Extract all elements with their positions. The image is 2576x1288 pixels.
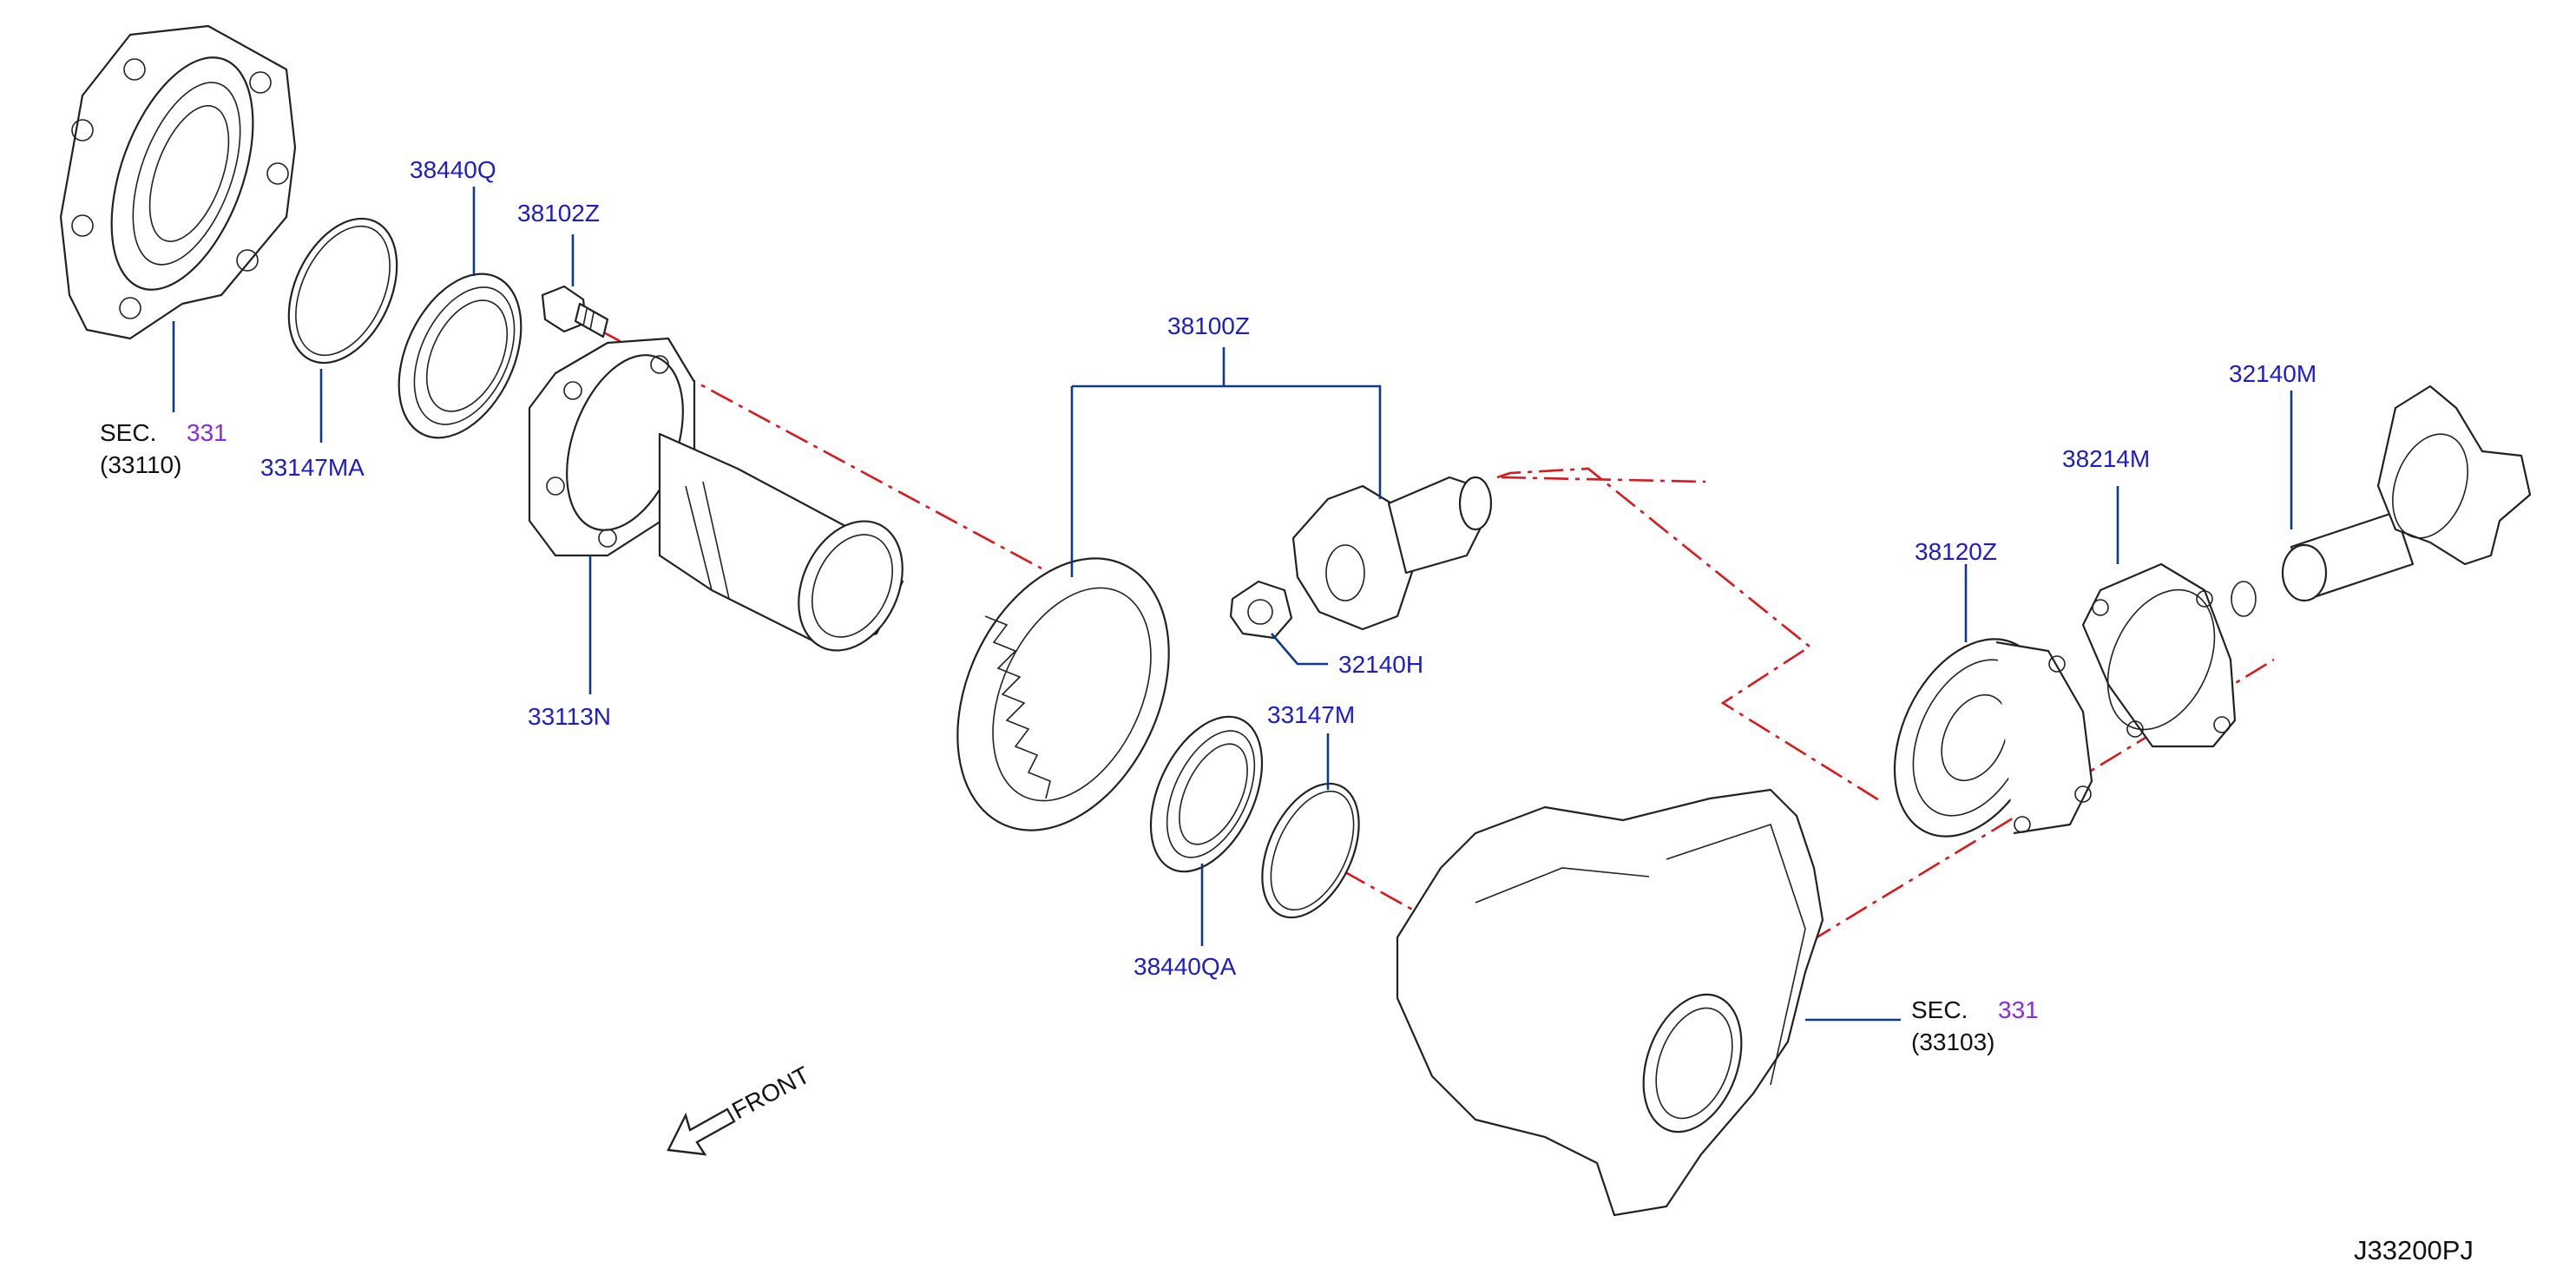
companion-flange-32140M[interactable] (2231, 384, 2532, 617)
flange-shaft-33113N[interactable] (528, 337, 923, 667)
section-number: 331 (1998, 996, 2039, 1023)
label-38100Z[interactable]: 38100Z (1167, 312, 1250, 339)
section-ref-33110[interactable]: SEC. 331 (33110) (100, 419, 227, 478)
leader-lines (172, 187, 2293, 1022)
bearing-38120Z[interactable] (1865, 614, 2093, 860)
label-33147MA[interactable]: 33147MA (260, 454, 365, 481)
oil-seal-38440Q[interactable] (375, 254, 546, 457)
label-38440Q[interactable]: 38440Q (410, 156, 496, 183)
section-prefix: SEC. (100, 419, 156, 446)
label-33147M[interactable]: 33147M (1267, 701, 1355, 728)
section-ref-33103[interactable]: SEC. 331 (33103) (1911, 996, 2039, 1055)
label-32140H[interactable]: 32140H (1338, 651, 1423, 678)
label-32140M[interactable]: 32140M (2229, 360, 2316, 387)
section-subref: (33110) (100, 451, 181, 478)
section-prefix: SEC. (1911, 996, 1968, 1023)
label-38120Z[interactable]: 38120Z (1915, 538, 1997, 565)
transfer-case-33103[interactable] (1396, 788, 1824, 1217)
drive-pinion-38100Z[interactable] (1291, 476, 1493, 631)
diagram-code: J33200PJ (2354, 1235, 2474, 1265)
lock-nut-32140H[interactable] (1229, 580, 1293, 640)
ring-gear-38100Z[interactable] (917, 524, 1211, 864)
bolt-38102Z[interactable] (541, 285, 609, 338)
front-arrow-icon (667, 1107, 736, 1156)
callout-labels: 38440Q 38102Z 33147MA 33113N 38100Z 3214… (260, 156, 2316, 980)
label-38440QA[interactable]: 38440QA (1134, 953, 1237, 980)
gasket-38214M[interactable] (2081, 562, 2237, 748)
snap-ring-33147MA[interactable] (267, 201, 418, 380)
label-38102Z[interactable]: 38102Z (517, 200, 600, 227)
front-direction: FRONT (667, 1061, 814, 1156)
section-subref: (33103) (1911, 1028, 1995, 1055)
oil-seal-38440QA[interactable] (1128, 700, 1285, 890)
snap-ring-33147M[interactable] (1243, 768, 1378, 932)
front-label: FRONT (727, 1061, 814, 1125)
label-33113N[interactable]: 33113N (528, 703, 611, 730)
front-cover-housing[interactable] (59, 24, 297, 340)
label-38214M[interactable]: 38214M (2062, 445, 2150, 472)
section-number: 331 (187, 419, 227, 446)
